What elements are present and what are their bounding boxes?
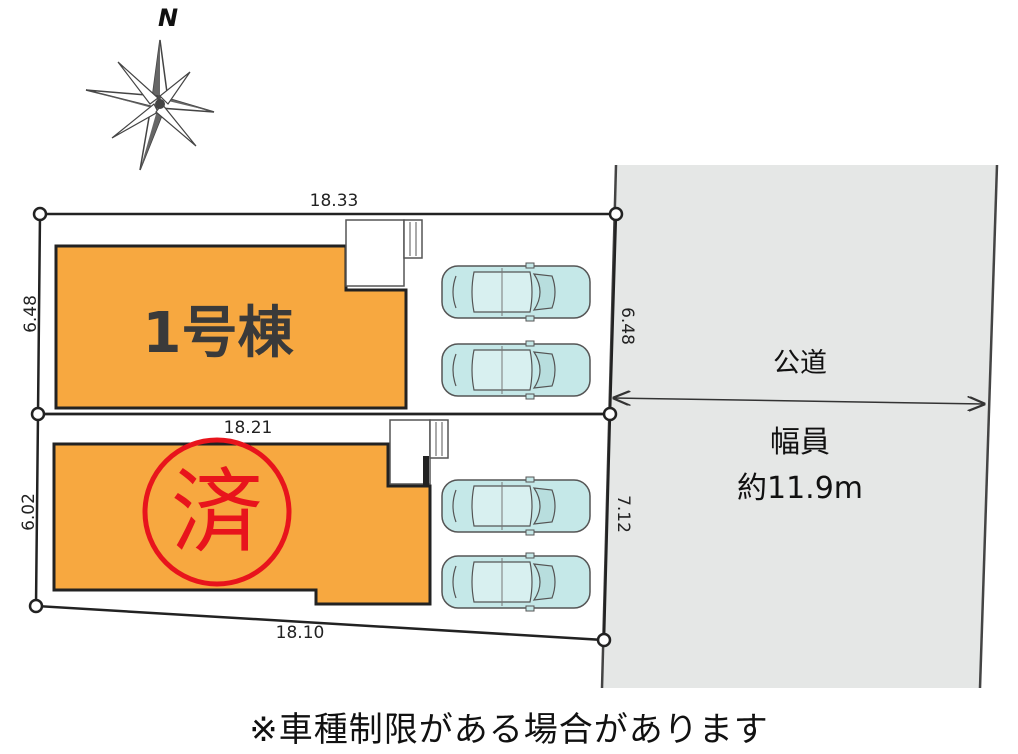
boundary-markers (28, 206, 624, 648)
lot-2-right-dim: 7.12 (613, 495, 633, 533)
road-name: 公道 (773, 348, 827, 379)
lot-1-left-dim: 6.48 (21, 295, 41, 333)
compass-rose-icon (85, 39, 215, 171)
sold-stamp-label: 済 (171, 459, 263, 566)
lot-2-bottom-dim: 18.10 (276, 623, 325, 643)
sold-stamp (142, 437, 292, 587)
north-label: N (158, 4, 178, 32)
house-1-label: 1号棟 (143, 301, 295, 366)
public-road (602, 165, 997, 688)
road-width-value: 約11.9m (737, 471, 863, 506)
parking-car (441, 340, 591, 400)
vehicle-restriction-note: ※車種制限がある場合があります (249, 710, 769, 750)
parking-car (441, 552, 591, 612)
lot-2-left-dim: 6.02 (19, 493, 39, 531)
parking-car (441, 476, 591, 536)
lot-2-top-dim: 18.21 (224, 418, 273, 438)
road-width-label: 幅員 (770, 425, 830, 460)
house-1-entrance (345, 219, 405, 287)
lot-1-right-dim: 6.48 (617, 307, 637, 345)
lot-1-top-dim: 18.33 (310, 191, 359, 211)
parking-car (441, 262, 591, 322)
road-width-arrow (614, 398, 984, 404)
